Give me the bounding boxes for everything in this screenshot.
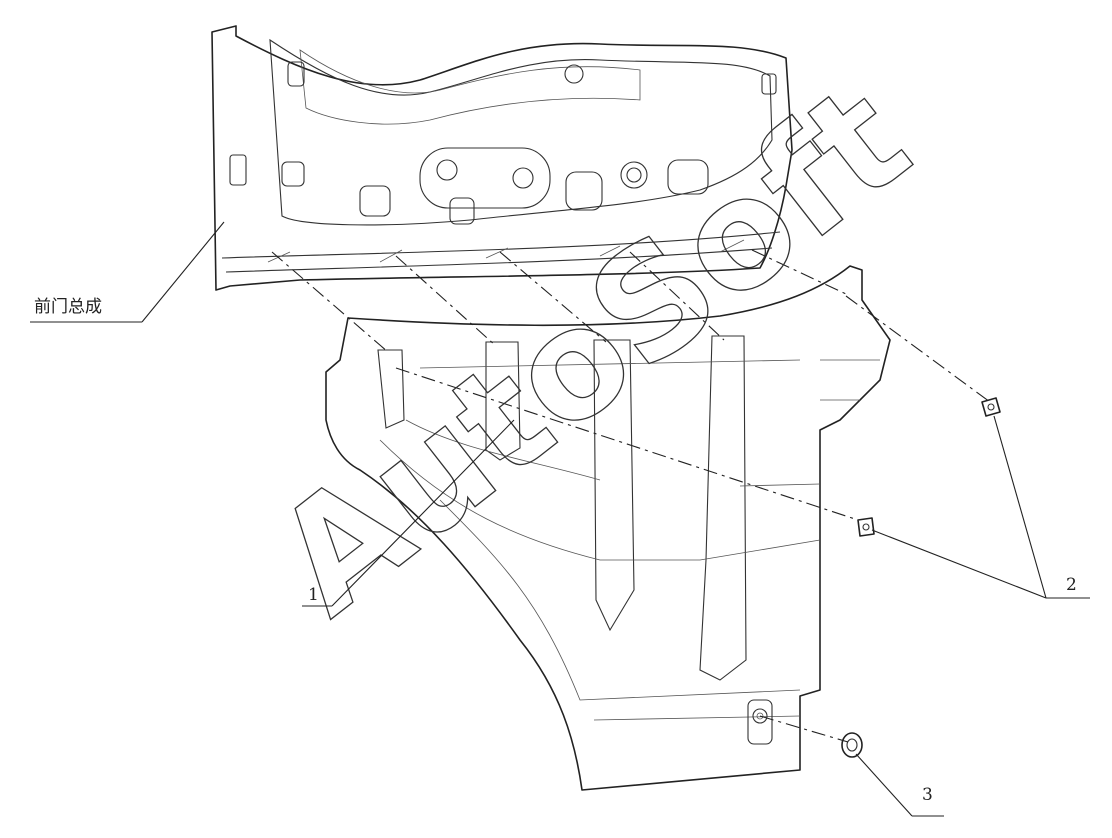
front-door-assembly-label: 前门总成 [34,297,102,317]
part-2-screw-upper [981,397,1001,417]
callout-3: 3 [855,753,944,817]
part-2-screw-lower [857,517,875,537]
callout-1: 1 [302,419,515,607]
part-3-label: 3 [922,785,933,805]
part-1-label: 1 [308,585,319,605]
callout-front-door: 前门总成 [30,221,225,323]
part-1-drawing [325,265,891,791]
assembly-center-lines [271,249,991,743]
part-3-grommet [841,732,863,758]
front-door-assembly-drawing [211,25,793,291]
part-2-label: 2 [1066,575,1077,595]
callout-2: 2 [871,415,1090,599]
